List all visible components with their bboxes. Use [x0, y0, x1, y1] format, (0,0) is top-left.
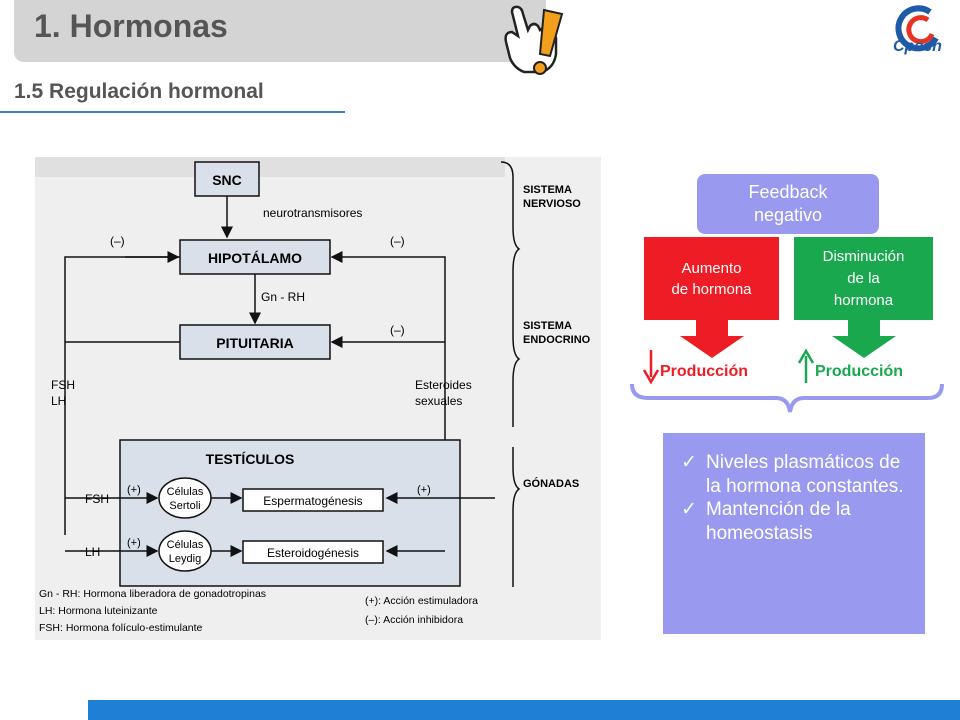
esteroides-label-1: Esteroides: [415, 378, 472, 392]
decrease-hormone-box: Disminución de la hormona: [794, 237, 933, 320]
lh-arrow-label: LH: [85, 545, 100, 559]
hipotalamo-label: HIPOTÁLAMO: [208, 250, 302, 266]
plus-label-2: (+): [127, 537, 141, 549]
logo-text: Cpech: [893, 38, 942, 55]
fsh-lh-label-2: LH: [51, 394, 66, 408]
fsh-arrow-label: FSH: [85, 492, 109, 506]
result-item-text-1: Niveles plasmáticos de la hormona consta…: [706, 452, 904, 497]
legend-line-3: FSH: Hormona folículo-estimulante: [39, 622, 203, 634]
fsh-lh-label-1: FSH: [51, 378, 75, 392]
pituitaria-label: PITUITARIA: [216, 335, 294, 351]
sertoli-label-2: Sertoli: [169, 500, 200, 512]
snc-box: [194, 161, 260, 197]
minus-label-3: (–): [390, 323, 405, 337]
legend-right-2: (–): Acción inhibidora: [365, 614, 463, 626]
feedback-title-1: Feedback: [748, 182, 828, 202]
esteroides-label-2: sexuales: [415, 394, 462, 408]
page-title: 1. Hormonas: [34, 8, 228, 44]
esteroidogenesis-label: Esteroidogénesis: [267, 546, 359, 560]
leydig-label-1: Células: [167, 539, 204, 551]
minus-label-2: (–): [390, 234, 405, 248]
page-subtitle: 1.5 Regulación hormonal: [14, 80, 264, 103]
feedback-title-box: Feedback negativo: [697, 174, 879, 234]
production-decrease-label: Producción: [660, 363, 749, 380]
legend-line-2: LH: Hormona luteinizante: [39, 605, 158, 617]
hormone-regulation-diagram: SNC neurotransmisores HIPOTÁLAMO Gn - RH…: [35, 157, 601, 640]
sertoli-label-1: Células: [167, 486, 204, 498]
cpech-logo-icon: [895, 5, 939, 52]
testiculos-label: TESTÍCULOS: [206, 451, 295, 467]
plus-label-1: (+): [127, 484, 141, 496]
section-gonadas: GÓNADAS: [523, 477, 579, 490]
production-down-icon: [642, 369, 660, 385]
pointing-hand-icon: [504, 5, 564, 75]
decrease-line-3: hormona: [833, 291, 894, 309]
legend-right-1: (+): Acción estimuladora: [365, 595, 478, 607]
snc-label: SNC: [212, 172, 242, 188]
espermatogenesis-label: Espermatogénesis: [263, 494, 362, 508]
plus-label-3: (+): [417, 484, 431, 496]
result-item: ✓ Niveles plasmáticos de la hormona const…: [681, 451, 915, 498]
increase-line-1: Aumento: [681, 259, 742, 277]
section-endocrino-2: ENDOCRINO: [523, 334, 591, 346]
minus-label-1: (–): [110, 234, 125, 248]
subtitle-underline: [0, 111, 345, 113]
checkmark-icon: ✓: [681, 499, 697, 520]
result-item-text-2: Mantención de la homeostasis: [706, 499, 851, 544]
neurotransmisores-label: neurotransmisores: [263, 206, 362, 220]
green-down-arrow-icon: [832, 318, 896, 358]
leydig-label-2: Leydig: [169, 553, 201, 565]
section-endocrino-1: SISTEMA: [523, 320, 572, 332]
result-box: ✓ Niveles plasmáticos de la hormona const…: [663, 433, 925, 634]
feedback-title-2: negativo: [753, 205, 823, 225]
gnrh-label: Gn - RH: [261, 290, 305, 304]
increase-line-2: de hormona: [671, 280, 752, 298]
decrease-line-1: Disminución: [822, 247, 905, 265]
production-increase-label: Producción: [815, 363, 904, 380]
decrease-line-2: de la: [847, 269, 880, 287]
section-nervioso-2: NERVIOSO: [523, 198, 581, 210]
result-item: ✓ Mantención de la homeostasis: [681, 498, 915, 545]
title-bar: [14, 0, 546, 62]
production-up-icon: [797, 348, 815, 364]
footer-bar: [88, 700, 960, 720]
brace-connector: [630, 383, 944, 413]
legend-line-1: Gn - RH: Hormona liberadora de gonadotro…: [39, 588, 266, 600]
increase-hormone-box: Aumento de hormona: [644, 237, 779, 320]
red-down-arrow-icon: [680, 318, 744, 358]
checkmark-icon: ✓: [681, 452, 697, 473]
section-nervioso-1: SISTEMA: [523, 184, 572, 196]
